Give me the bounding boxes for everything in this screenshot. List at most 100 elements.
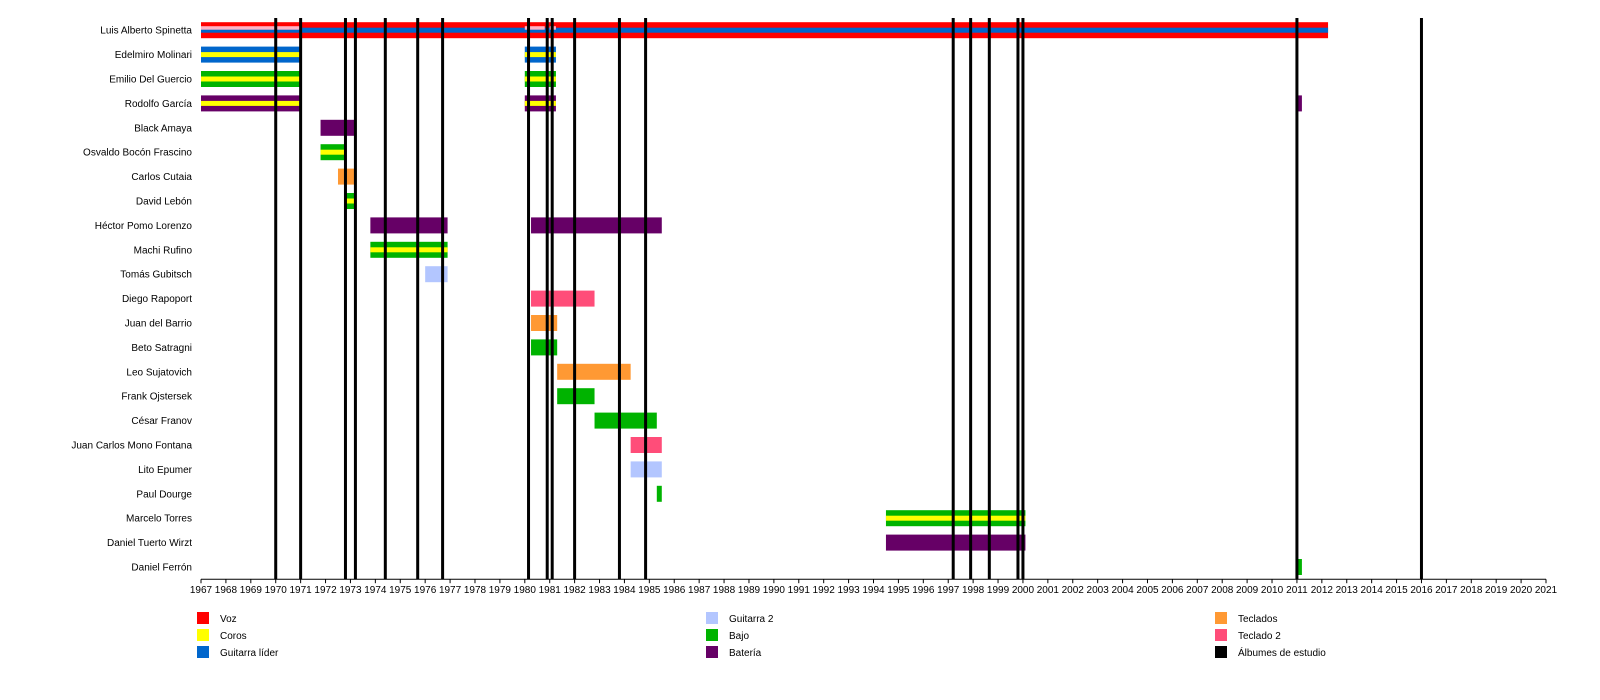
member-label-marcelo-torres: Marcelo Torres (126, 514, 192, 525)
member-bar-diego-rapoport (531, 290, 595, 307)
x-tick-label-1997: 1997 (937, 585, 960, 596)
legend-item-teclado2: Teclado 2 (1215, 629, 1281, 642)
member-bar-cesar-franov (594, 412, 657, 429)
bar-bajo (656, 485, 662, 502)
member-bar-daniel-tuerto-wirzt (885, 534, 1026, 551)
member-label-carlos-cutaia: Carlos Cutaia (131, 172, 192, 183)
bar-bajo (531, 339, 558, 356)
bar-bateria (320, 119, 356, 136)
member-bar-luis-alberto-spinetta (524, 26, 545, 30)
x-tick-label-1971: 1971 (290, 585, 313, 596)
x-tick-label-2006: 2006 (1161, 585, 1184, 596)
legend-swatch-albumes (1215, 646, 1227, 658)
legend-swatch-guitarra_lider (197, 646, 209, 658)
legend-item-guitarra_lider: Guitarra líder (197, 646, 279, 659)
x-tick-label-1987: 1987 (688, 585, 711, 596)
x-tick-label-1989: 1989 (738, 585, 761, 596)
bar-stripe-coros (201, 76, 301, 82)
legend-label-bajo: Bajo (729, 631, 749, 642)
x-tick-label-2021: 2021 (1535, 585, 1558, 596)
x-tick-label-2004: 2004 (1111, 585, 1134, 596)
member-label-frank-ojstersek: Frank Ojstersek (121, 392, 193, 403)
x-tick-label-1974: 1974 (364, 585, 387, 596)
bar-highlight-lightpink (201, 26, 301, 30)
x-tick-label-2011: 2011 (1286, 585, 1308, 596)
x-tick-label-1970: 1970 (265, 585, 288, 596)
x-tick-label-2009: 2009 (1236, 585, 1259, 596)
x-tick-label-2015: 2015 (1385, 585, 1408, 596)
x-tick-label-2012: 2012 (1311, 585, 1334, 596)
x-tick-label-1979: 1979 (489, 585, 512, 596)
x-tick-label-1996: 1996 (912, 585, 935, 596)
x-tick-label-1994: 1994 (862, 585, 885, 596)
x-tick-label-2017: 2017 (1435, 585, 1458, 596)
member-label-lito-epumer: Lito Epumer (138, 465, 193, 476)
member-label-cesar-franov: César Franov (131, 416, 192, 427)
bar-stripe-guitarra_lider (201, 27, 1329, 33)
legend-swatch-guitarra2 (706, 612, 718, 624)
bar-highlight-lightpink (524, 26, 545, 30)
x-tick-label-2001: 2001 (1037, 585, 1060, 596)
legend-item-coros: Coros (197, 629, 247, 642)
member-bar-daniel-ferron (1296, 559, 1302, 575)
member-bar-hector-pomo-lorenzo (370, 217, 448, 234)
x-tick-label-1976: 1976 (414, 585, 437, 596)
x-tick-label-1990: 1990 (763, 585, 786, 596)
member-label-luis-alberto-spinetta: Luis Alberto Spinetta (100, 26, 192, 37)
legend-item-bateria: Batería (706, 646, 762, 659)
member-label-daniel-tuerto-wirzt: Daniel Tuerto Wirzt (107, 538, 192, 549)
x-tick-label-1991: 1991 (788, 585, 811, 596)
legend-label-bateria: Batería (729, 648, 762, 659)
x-tick-label-1986: 1986 (663, 585, 686, 596)
member-label-diego-rapoport: Diego Rapoport (122, 294, 192, 305)
legend-swatch-teclado2 (1215, 629, 1227, 641)
bar-stripe-coros (524, 76, 556, 82)
x-tick-label-2000: 2000 (1012, 585, 1035, 596)
x-tick-label-2005: 2005 (1136, 585, 1159, 596)
x-tick-label-1993: 1993 (837, 585, 860, 596)
x-tick-label-1969: 1969 (240, 585, 263, 596)
legend-label-voz: Voz (220, 614, 237, 625)
bar-stripe-coros (524, 52, 556, 58)
legend-swatch-bateria (706, 646, 718, 658)
bar-stripe-coros (885, 515, 1026, 521)
member-label-rodolfo-garcia: Rodolfo García (125, 99, 193, 110)
member-bar-rodolfo-garcia (201, 95, 301, 112)
legend-item-guitarra2: Guitarra 2 (706, 612, 774, 625)
bar-guitarra2 (425, 266, 448, 283)
x-tick-label-1982: 1982 (563, 585, 586, 596)
legend-swatch-voz (197, 612, 209, 624)
member-label-paul-dourge: Paul Dourge (136, 489, 192, 500)
bar-stripe-coros (201, 100, 301, 106)
x-tick-label-1972: 1972 (314, 585, 337, 596)
legend-item-teclados: Teclados (1215, 612, 1277, 625)
member-bar-machi-rufino (370, 241, 448, 258)
member-bar-osvaldo-bocon-frascino (320, 144, 346, 161)
x-tick-label-1980: 1980 (514, 585, 537, 596)
x-tick-label-1999: 1999 (987, 585, 1010, 596)
legend-swatch-teclados (1215, 612, 1227, 624)
member-bar-edelmiro-molinari (201, 46, 301, 63)
legend-label-coros: Coros (220, 631, 247, 642)
x-tick-label-1977: 1977 (439, 585, 462, 596)
member-label-juan-del-barrio: Juan del Barrio (125, 319, 193, 330)
member-bar-tomas-gubitsch (425, 266, 448, 283)
legend-swatch-coros (197, 629, 209, 641)
member-label-osvaldo-bocon-frascino: Osvaldo Bocón Frascino (83, 148, 192, 159)
member-bar-david-lebon (345, 193, 356, 209)
bar-stripe-coros (345, 198, 356, 204)
x-tick-label-1983: 1983 (588, 585, 611, 596)
member-label-daniel-ferron: Daniel Ferrón (131, 563, 192, 574)
bar-stripe-coros (370, 247, 448, 253)
member-bar-rodolfo-garcia (1296, 95, 1302, 112)
legend-label-albumes: Álbumes de estudio (1238, 646, 1326, 659)
member-bar-beto-satragni (531, 339, 558, 356)
member-bar-luis-alberto-spinetta (201, 22, 1329, 39)
x-tick-label-1998: 1998 (962, 585, 985, 596)
legend-swatch-bajo (706, 629, 718, 641)
legend-label-guitarra2: Guitarra 2 (729, 614, 774, 625)
